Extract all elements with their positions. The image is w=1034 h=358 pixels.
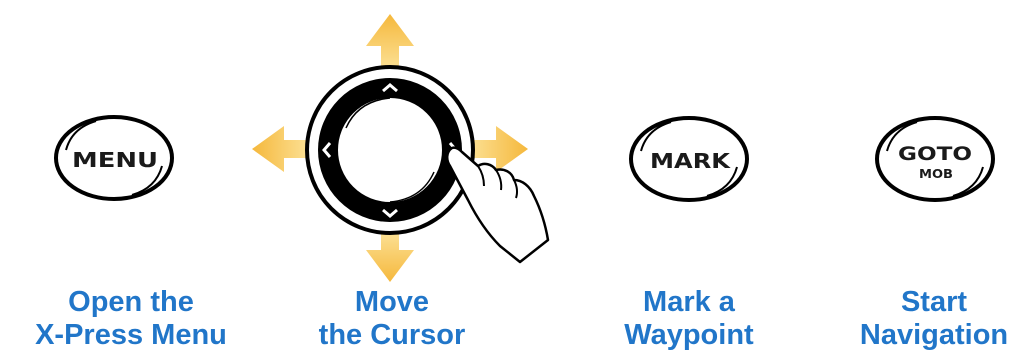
menu-key-label: MENU [72,148,158,172]
caption-open-menu-line2: X-Press Menu [31,319,231,352]
caption-start-navigation: Start Navigation [834,286,1034,352]
caption-open-menu: Open the X-Press Menu [31,286,231,352]
caption-start-navigation-line2: Navigation [834,319,1034,352]
caption-mark-waypoint: Mark a Waypoint [589,286,789,352]
caption-start-navigation-line1: Start [834,286,1034,319]
caption-move-cursor-line2: the Cursor [292,319,492,352]
mark-key-icon: MARK [631,118,747,200]
menu-key-icon: MENU [56,117,172,199]
caption-move-cursor-line1: Move [292,286,492,319]
cursor-dial-icon [307,67,473,233]
goto-mob-key-icon: GOTO MOB [877,118,993,200]
mark-key-label: MARK [650,149,732,173]
caption-move-cursor: Move the Cursor [292,286,492,352]
caption-mark-waypoint-line1: Mark a [589,286,789,319]
caption-open-menu-line1: Open the [31,286,231,319]
goto-key-label: GOTO [898,143,972,165]
mob-key-label: MOB [919,167,953,181]
caption-mark-waypoint-line2: Waypoint [589,319,789,352]
